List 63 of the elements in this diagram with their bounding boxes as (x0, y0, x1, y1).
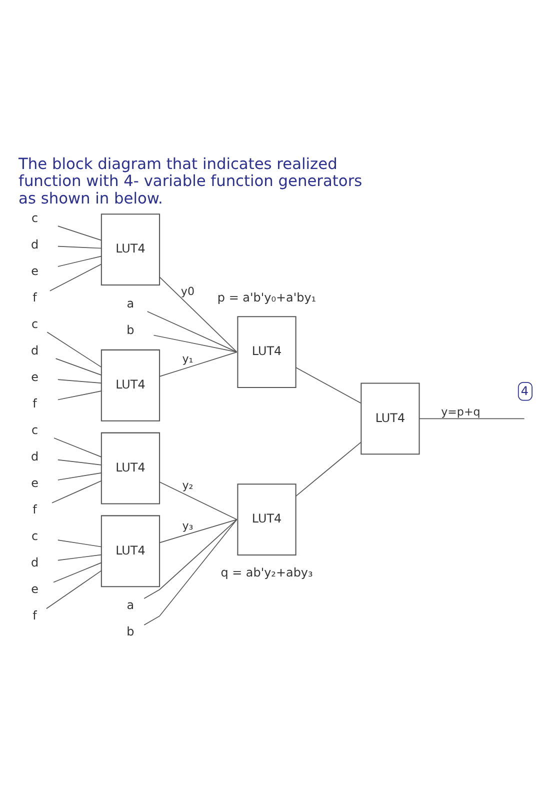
connector (159, 519, 238, 544)
connector (418, 418, 525, 420)
connector (159, 352, 238, 377)
connector (57, 256, 102, 267)
label: 4 (520, 384, 529, 398)
node-text: d (30, 343, 39, 358)
edge-label: y₂ (182, 479, 194, 492)
connector (57, 459, 102, 466)
connector (53, 562, 102, 583)
node-text: e (31, 582, 38, 596)
connector (57, 246, 102, 249)
node-text: c (31, 422, 38, 437)
node-text: d (30, 555, 39, 570)
connector (146, 311, 238, 352)
node-text: f (32, 290, 37, 304)
node-box: LUT4 (360, 382, 420, 455)
node-box: LUT4 (100, 432, 160, 504)
node-text: f (32, 396, 37, 410)
connector (57, 379, 102, 384)
node-text: a (126, 598, 134, 612)
edge-label: y₁ (182, 352, 194, 366)
connector (54, 438, 102, 458)
node-box: LUT4 (100, 214, 160, 286)
node-box: LUT4 (100, 349, 160, 422)
node-text: a (126, 296, 134, 310)
node-text: f (32, 502, 37, 516)
connector (144, 519, 238, 599)
connector (46, 570, 102, 610)
node-text: b (126, 322, 134, 337)
node-box: LUT4 (100, 515, 160, 588)
connector (49, 264, 102, 292)
connector (57, 226, 102, 241)
connector (144, 519, 238, 626)
connector (57, 390, 102, 400)
connector (295, 367, 362, 404)
node-text: e (31, 476, 38, 490)
diagram-title: The block diagram that indicates realized function with 4- variable function generators as shown in below. (18, 155, 362, 208)
edge-label: y0 (180, 285, 195, 298)
connector (295, 442, 362, 497)
node-box: LUT4 (237, 316, 296, 388)
edge-label: y₃ (182, 519, 194, 532)
node-label: q = ab'y₂+aby₃ (220, 566, 313, 580)
node-text: e (31, 370, 38, 384)
node-text: c (31, 210, 38, 225)
connector (52, 480, 102, 504)
node-text: c (31, 316, 38, 331)
node-label: p = a'b'y₀+a'by₁ (217, 290, 316, 304)
edge-label: y=p+q (441, 406, 480, 419)
node-box: LUT4 (237, 484, 296, 556)
connector (57, 540, 102, 548)
node-text: b (126, 624, 134, 638)
connector (57, 554, 102, 561)
connector (46, 332, 102, 368)
node-text: c (31, 528, 38, 543)
node-text: f (32, 608, 37, 622)
connector (159, 482, 238, 520)
connector (159, 276, 238, 352)
node-text: d (30, 449, 39, 464)
node-text: e (31, 264, 38, 278)
connector (57, 472, 102, 480)
connector (153, 334, 238, 352)
connector (55, 358, 102, 376)
node-text: d (30, 237, 39, 252)
